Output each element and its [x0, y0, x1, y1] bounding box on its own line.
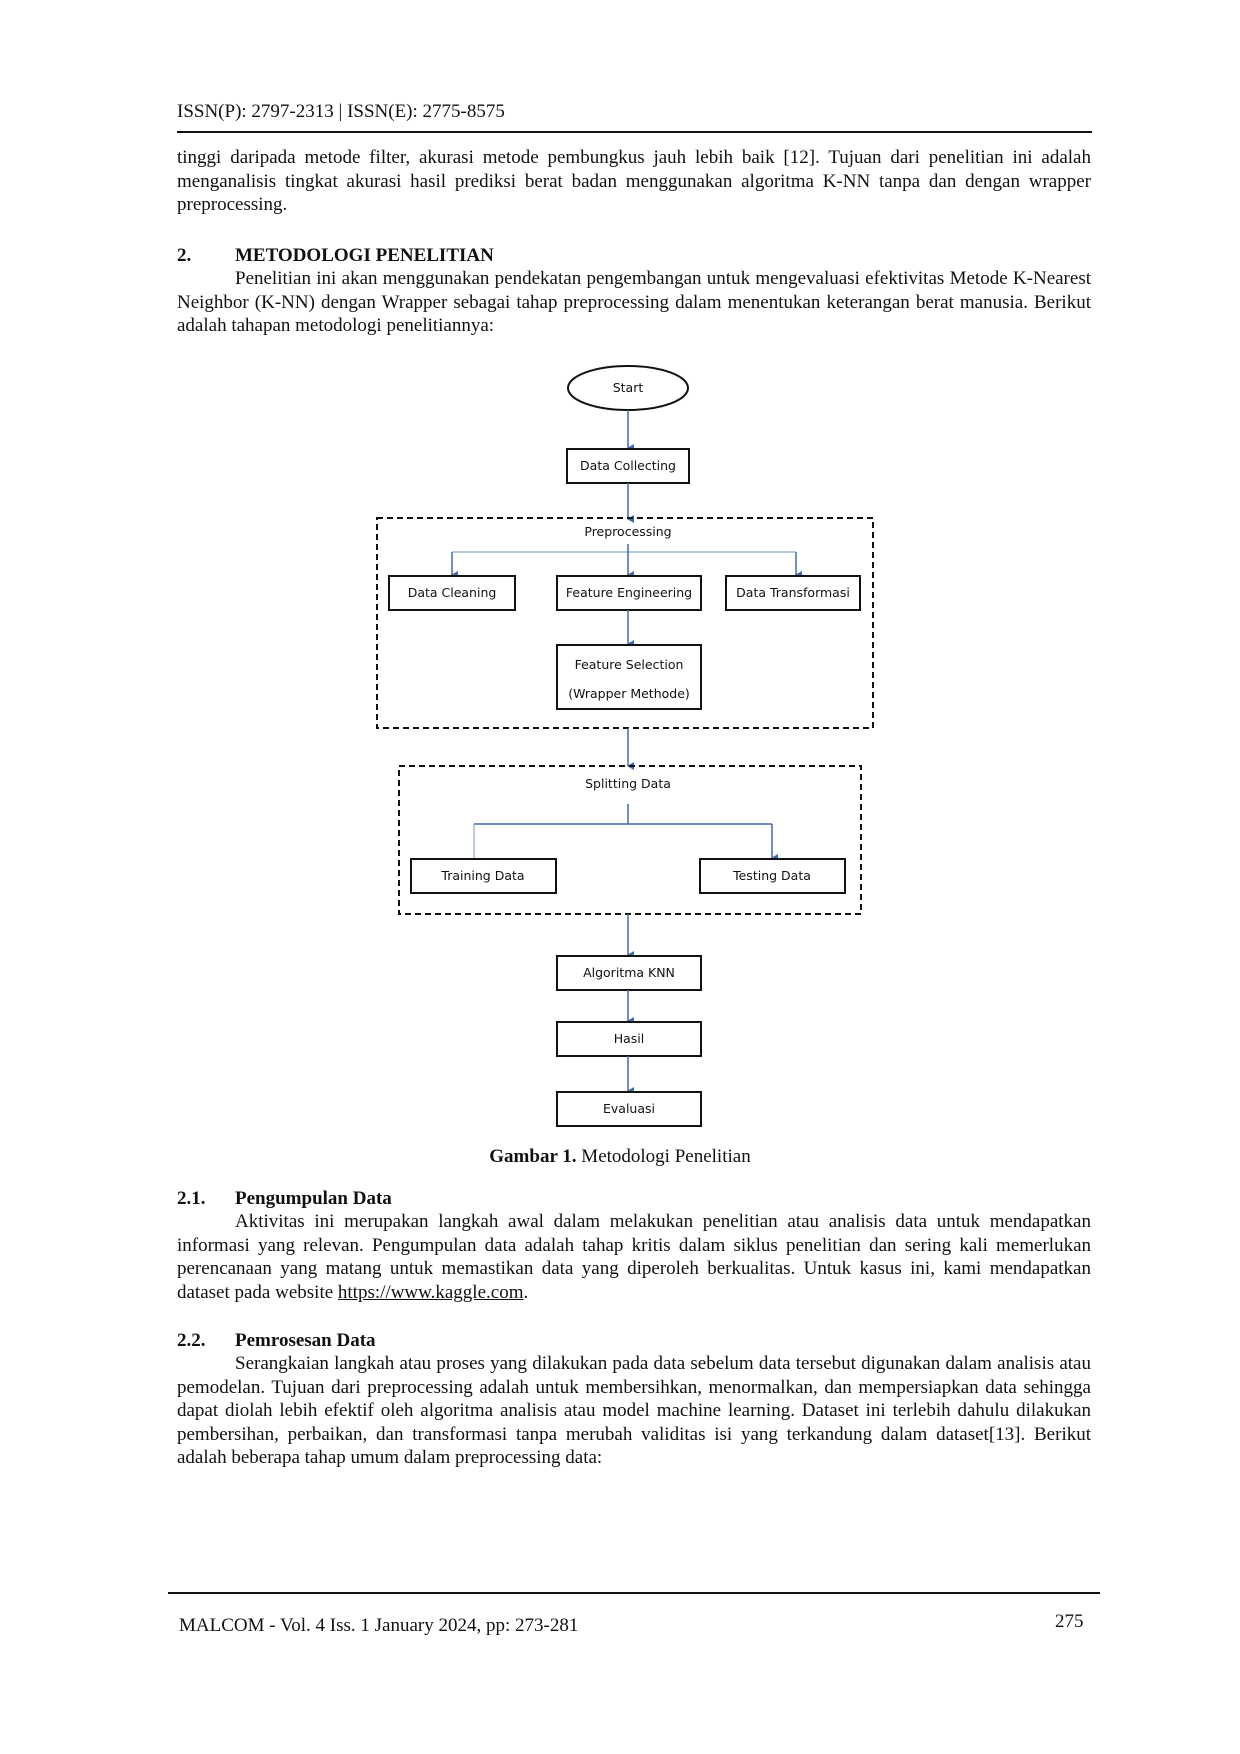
section-2-1-body: Aktivitas ini merupakan langkah awal dal… [177, 1210, 1091, 1304]
splitting-group [398, 765, 862, 915]
training-data-box [410, 858, 557, 894]
section-2-title: METODOLOGI PENELITIAN [235, 245, 494, 266]
figure-caption-label: Gambar 1. [489, 1146, 577, 1167]
section-2-1-number: 2.1. [177, 1188, 206, 1209]
journal-issn-header: ISSN(P): 2797-2313 | ISSN(E): 2775-8575 [177, 101, 505, 122]
training-data-label: Training Data [440, 868, 524, 883]
hasil-label: Hasil [614, 1031, 645, 1046]
splitting-data-label: Splitting Data [585, 776, 671, 791]
section-2-1-text: Aktivitas ini merupakan langkah awal dal… [177, 1211, 1091, 1303]
algoritma-knn-box [556, 955, 702, 991]
data-collecting-box [566, 448, 690, 484]
preprocessing-label: Preprocessing [584, 524, 671, 539]
hasil-box [556, 1021, 702, 1057]
data-transformasi-box [725, 575, 861, 611]
journal-footer: MALCOM - Vol. 4 Iss. 1 January 2024, pp:… [179, 1615, 579, 1636]
footer-rule [168, 1592, 1100, 1594]
flowchart-svg: Start Data Collecting Preprocessing Data… [376, 365, 874, 1127]
figure-caption: Gambar 1. Metodologi Penelitian [0, 1145, 1240, 1169]
algoritma-knn-label: Algoritma KNN [583, 965, 675, 980]
kaggle-link[interactable]: https://www.kaggle.com [337, 1281, 524, 1303]
data-collecting-label: Data Collecting [580, 458, 676, 473]
section-2-1-text-end: . [523, 1281, 529, 1303]
section-2-2-title: Pemrosesan Data [235, 1330, 376, 1351]
header-rule [177, 131, 1092, 133]
page-number: 275 [1055, 1611, 1084, 1632]
intro-paragraph: tinggi daripada metode filter, akurasi m… [177, 147, 1091, 215]
preprocessing-group [376, 517, 874, 729]
section-2-2-body: Serangkaian langkah atau proses yang dil… [177, 1353, 1091, 1468]
wrapper-methode-label: (Wrapper Methode) [568, 686, 690, 701]
testing-data-label: Testing Data [732, 868, 811, 883]
methodology-flowchart: Start Data Collecting Preprocessing Data… [376, 364, 880, 1134]
section-2-2-number: 2.2. [177, 1330, 206, 1351]
start-label: Start [613, 380, 644, 395]
section-2-body: Penelitian ini akan menggunakan pendekat… [177, 268, 1091, 336]
data-transformasi-label: Data Transformasi [736, 585, 850, 600]
section-2-1-heading: 2.1. Pengumpulan Data [177, 1187, 392, 1211]
feature-engineering-box [556, 575, 702, 611]
feature-selection-label: Feature Selection [575, 657, 684, 672]
section-2-number: 2. [177, 245, 192, 266]
evaluasi-box [556, 1091, 702, 1127]
feature-engineering-label: Feature Engineering [566, 585, 692, 600]
section-2-1-title: Pengumpulan Data [235, 1188, 392, 1209]
data-cleaning-box [388, 575, 516, 611]
section-2-heading: 2. METODOLOGI PENELITIAN [177, 244, 494, 268]
feature-selection-box [556, 644, 702, 710]
testing-data-box [699, 858, 846, 894]
figure-caption-text: Metodologi Penelitian [576, 1146, 751, 1167]
evaluasi-label: Evaluasi [603, 1101, 655, 1116]
data-cleaning-label: Data Cleaning [408, 585, 497, 600]
section-2-2-heading: 2.2. Pemrosesan Data [177, 1329, 376, 1353]
